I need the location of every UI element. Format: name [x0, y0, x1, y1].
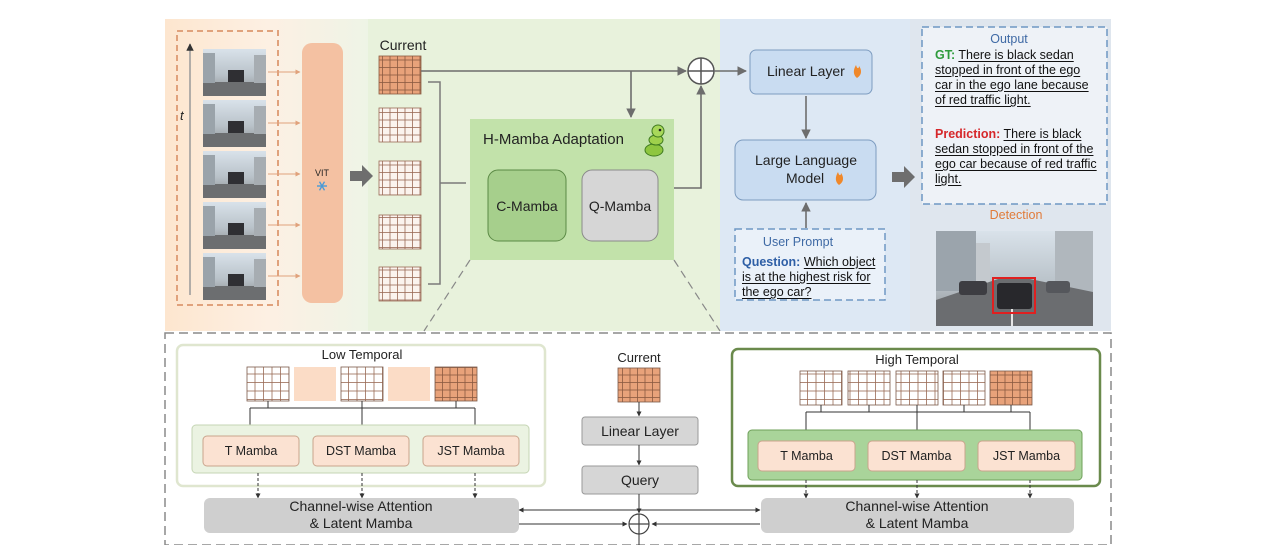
question-body: Which object is at the highest risk for … [742, 255, 876, 299]
video-frame [203, 49, 266, 96]
gt-label: GT: [935, 48, 956, 62]
plus-circle-icon [628, 513, 650, 535]
bottom-linear-layer-label: Linear Layer [601, 423, 679, 439]
token-grid [378, 266, 422, 302]
q-mamba-block [581, 169, 659, 242]
bottom-current-grid [617, 367, 661, 403]
high-temporal-current-grid [989, 370, 1033, 406]
question-text: Question: Which object is at the highest… [742, 255, 882, 300]
linear-layer-box [749, 49, 873, 95]
llm-label-line1: Large Language [755, 152, 857, 168]
question-label: Question: [742, 255, 801, 269]
high-t-mamba-label: T Mamba [780, 449, 833, 463]
detection-title: Detection [989, 208, 1043, 222]
prediction-label: Prediction: [935, 127, 1001, 141]
bottom-linear-layer-box [581, 416, 699, 446]
time-axis-label: t [180, 108, 184, 123]
video-frame [203, 151, 266, 198]
high-temporal-grid [847, 370, 891, 406]
current-token-grid [378, 55, 422, 95]
high-jst-mamba-box [977, 440, 1076, 472]
vit-encoder [302, 43, 343, 303]
query-box [581, 465, 699, 495]
q-mamba-label: Q-Mamba [588, 197, 652, 214]
c-mamba-block [487, 169, 567, 242]
left-cwa-line2: & Latent Mamba [309, 515, 413, 531]
right-cwa-line2: & Latent Mamba [865, 515, 969, 531]
prediction-text: Prediction: There is black sedan stopped… [935, 127, 1101, 187]
gt-body: There is black sedan stopped in front of… [935, 48, 1089, 107]
low-t-mamba-label: T Mamba [224, 444, 278, 458]
low-jst-mamba-label: JST Mamba [437, 444, 505, 458]
high-temporal-grid [895, 370, 939, 406]
token-grid [378, 160, 422, 196]
video-frame [203, 253, 266, 300]
llm-box [734, 139, 877, 201]
video-frame [203, 100, 266, 147]
llm-label-line2: Model [786, 170, 825, 186]
high-temporal-grid [799, 370, 843, 406]
gt-text: GT: There is black sedan stopped in fron… [935, 48, 1097, 108]
flame-icon [835, 172, 844, 185]
query-label: Query [620, 472, 660, 488]
token-grid [378, 107, 422, 143]
user-prompt-box [734, 228, 886, 301]
low-temporal-grid [340, 366, 384, 402]
left-channel-attention-box [204, 498, 519, 533]
flame-icon [853, 65, 862, 78]
low-t-mamba-box [202, 435, 300, 467]
c-mamba-label: C-Mamba [496, 197, 558, 214]
high-temporal-grid [942, 370, 986, 406]
video-frame [203, 202, 266, 249]
high-dst-mamba-box [867, 440, 966, 472]
plus-circle-icon [687, 57, 715, 85]
video-frames-frame [176, 30, 279, 306]
bottom-current-label: Current [617, 350, 661, 365]
low-temporal-current-grid [434, 366, 478, 402]
user-prompt-title: User Prompt [762, 235, 834, 249]
high-temporal-title: High Temporal [875, 352, 959, 367]
snowflake-icon [317, 181, 327, 191]
high-dst-mamba-label: DST Mamba [881, 449, 952, 463]
low-dst-mamba-box [312, 435, 410, 467]
vit-label: VIT [314, 168, 330, 178]
hmamba-adaptation-title: H-Mamba Adaptation [483, 131, 624, 148]
low-temporal-title: Low Temporal [321, 347, 403, 362]
token-grid [378, 214, 422, 250]
right-cwa-line1: Channel-wise Attention [845, 498, 989, 514]
prediction-body: There is black sedan stopped in front of… [935, 127, 1097, 186]
right-channel-attention-box [761, 498, 1074, 533]
high-jst-mamba-label: JST Mamba [992, 449, 1061, 463]
high-t-mamba-box [757, 440, 856, 472]
linear-layer-label: Linear Layer [767, 63, 845, 79]
low-temporal-blank [388, 367, 430, 401]
left-cwa-line1: Channel-wise Attention [289, 498, 433, 514]
low-temporal-blank [294, 367, 336, 401]
low-dst-mamba-label: DST Mamba [326, 444, 396, 458]
low-jst-mamba-box [422, 435, 520, 467]
output-box [921, 26, 1108, 205]
low-temporal-grid [246, 366, 290, 402]
detection-box [992, 277, 1036, 314]
output-title: Output [990, 32, 1028, 46]
snake-icon [644, 124, 665, 157]
detection-image [936, 231, 1093, 326]
current-label: Current [379, 37, 427, 53]
